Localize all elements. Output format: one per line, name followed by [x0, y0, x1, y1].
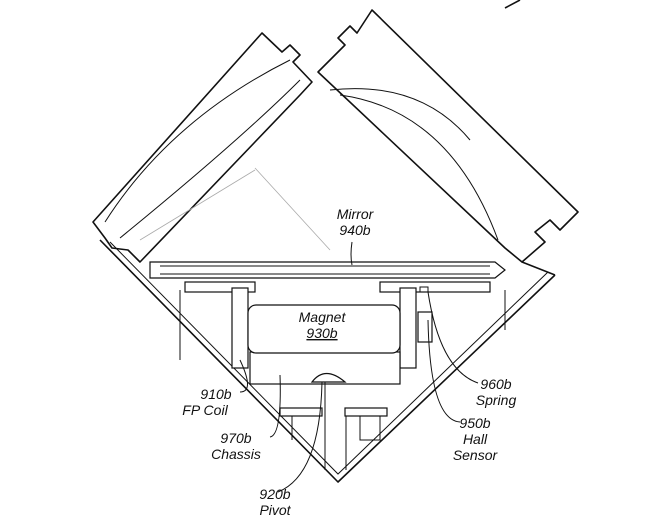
right-prism-block — [317, 9, 579, 263]
spring-label: Spring — [476, 392, 517, 408]
mirror-ref: 940b — [339, 222, 370, 238]
fp-coil-label: FP Coil — [182, 402, 228, 418]
figure-arrow-mark — [504, 0, 521, 9]
magnet-label: Magnet — [299, 309, 347, 325]
pivot-label: Pivot — [259, 502, 291, 518]
left-lens-block — [92, 32, 331, 263]
hall-sensor-label-1: Hall — [463, 431, 488, 447]
magnet-ref: 930b — [306, 325, 337, 341]
hall-sensor-label-2: Sensor — [453, 447, 499, 463]
spring-ref: 960b — [480, 376, 511, 392]
pivot-ref: 920b — [259, 486, 290, 502]
magnet-930b — [247, 304, 401, 354]
hall-sensor-950b — [417, 311, 433, 343]
housing — [99, 239, 556, 483]
pivot-920b — [310, 372, 347, 383]
fp-coil-ref: 910b — [200, 386, 231, 402]
chassis-label: Chassis — [211, 446, 261, 462]
spring-960b — [419, 286, 429, 293]
hall-sensor-ref: 950b — [459, 415, 490, 431]
leader-lines — [239, 241, 479, 493]
mirror-label: Mirror — [337, 206, 375, 222]
chassis-ref: 970b — [220, 430, 251, 446]
mirror-940b — [149, 261, 506, 279]
